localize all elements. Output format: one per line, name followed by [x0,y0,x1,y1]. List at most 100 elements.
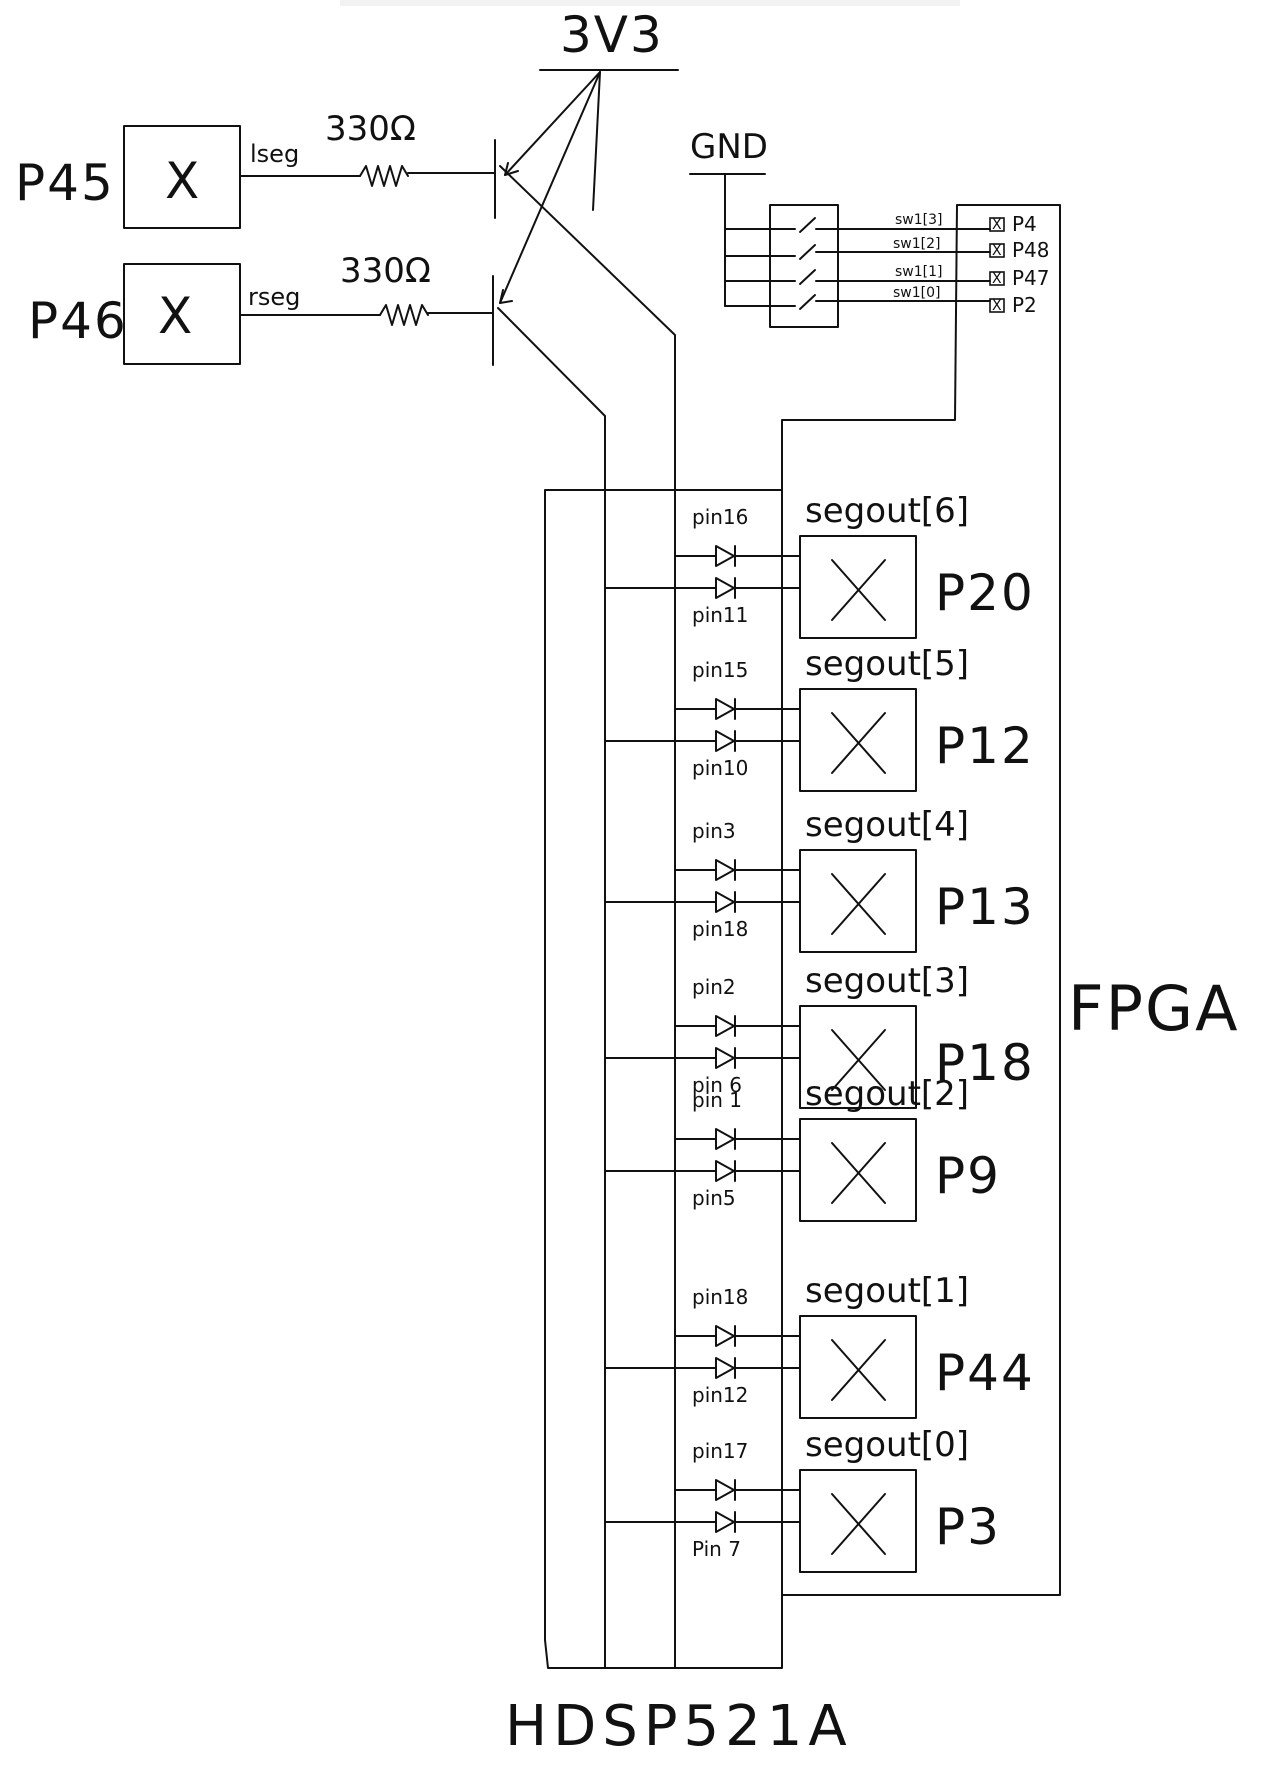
svg-text:sw1[2]: sw1[2] [893,236,940,252]
segout-label: segout[2] [805,1074,969,1114]
pin-box-x [831,559,886,621]
svg-text:X: X [992,271,1002,287]
fpga-pin-box [799,1005,917,1109]
pin-box-x [831,712,886,774]
pin-box-marker: X [165,152,201,210]
signal-rseg-label: rseg [248,283,300,311]
display-pin-label: pin18 [692,1285,748,1309]
segout-label: segout[5] [805,644,969,684]
pin-label-p45: P45 [15,154,115,212]
led-diode [715,698,735,720]
segment-row-0: pin16 pin11 segout[6] P20 [604,491,1035,639]
transistor-lseg: P45 X lseg 330Ω [15,109,676,1669]
fpga-pin-box [799,849,917,953]
display-pin-label: pin3 [692,819,736,843]
fpga-pin-label: P12 [935,717,1035,775]
segment-row-4: pin 1 pin5 segout[2] P9 [604,1074,1001,1222]
fpga-label: FPGA [1068,972,1240,1045]
common-line-lseg [499,165,676,1669]
fpga-pin-label: P20 [935,564,1035,622]
display-block: HDSP521A [505,489,853,1759]
pin-box-x [831,1142,886,1204]
display-pin-label: pin10 [692,756,748,780]
fpga-pin-box [799,1469,917,1573]
svg-text:sw1[3]: sw1[3] [895,212,942,228]
display-label: HDSP521A [505,1694,853,1759]
resistor-label-1: 330Ω [325,109,416,149]
segout-label: segout[1] [805,1271,969,1311]
svg-text:X: X [992,298,1002,314]
ground-label: GND [690,127,768,167]
dip-pin-p2: P2 [1012,293,1037,317]
pin-box-p45 [123,125,241,229]
segout-label: segout[4] [805,805,969,845]
fpga-pin-label: P9 [935,1147,1001,1205]
pin-box-p46 [123,263,241,365]
segment-rows: pin16 pin11 segout[6] P20 pin15 pin10 segout[5… [604,491,1035,1573]
dip-switch-body [769,204,839,328]
segment-row-5: pin18 pin12 segout[1] P44 [604,1271,1035,1419]
led-diode [715,1357,735,1379]
led-diode [715,1160,735,1182]
led-diode [715,1047,735,1069]
segout-label: segout[3] [805,961,969,1001]
pin-box-x [831,1029,886,1091]
transistor-rseg: P46 X rseg 330Ω [28,251,606,1669]
fpga-pin-box [799,1315,917,1419]
top-edge-shadow [340,0,960,6]
display-pin-label: pin2 [692,975,736,999]
led-diode [715,1479,735,1501]
resistor-2 [379,304,429,326]
dip-pin-p4: P4 [1012,212,1037,236]
fpga-pin-box [799,535,917,639]
display-pin-label: pin5 [692,1186,736,1210]
led-diode [715,730,735,752]
resistor-label-2: 330Ω [340,251,431,291]
dip-row-3: sw1[3] X P4 [724,212,1037,236]
led-diode [715,1015,735,1037]
fpga-pin-label: P13 [935,878,1035,936]
supply-rail: 3V3 [499,6,679,304]
dip-pin-p48: P48 [1012,238,1050,262]
signal-lseg-label: lseg [250,140,299,168]
fpga-pin-label: P3 [935,1498,1001,1556]
dip-row-2: sw1[2] X P48 [724,236,1050,262]
display-outline [544,489,783,1669]
display-pin-label: pin15 [692,658,748,682]
fpga-pin-label: P44 [935,1344,1035,1402]
display-pin-label: Pin 7 [692,1537,741,1561]
dip-row-1: sw1[1] X P47 [724,264,1050,290]
segment-row-1: pin15 pin10 segout[5] P12 [604,644,1035,792]
display-pin-label: pin16 [692,505,748,529]
pin-box-x [831,1493,886,1555]
led-diode [715,1325,735,1347]
svg-text:sw1[1]: sw1[1] [895,264,942,280]
led-diode [715,1511,735,1533]
svg-text:X: X [992,217,1002,233]
svg-text:X: X [992,243,1002,259]
segment-row-2: pin3 pin18 segout[4] P13 [604,805,1035,953]
led-diode [715,859,735,881]
led-diode [715,577,735,599]
pin-box-x [831,1339,886,1401]
display-pin-label: pin17 [692,1439,748,1463]
led-diode [715,545,735,567]
fpga-pin-label: P18 [935,1034,1035,1092]
segout-label: segout[0] [805,1425,969,1465]
display-pin-label: pin11 [692,603,748,627]
supply-label: 3V3 [560,6,664,64]
pin-box-marker-2: X [158,287,194,345]
pin-label-p46: P46 [28,292,128,350]
segout-label: segout[6] [805,491,969,531]
display-pin-label: pin18 [692,917,748,941]
pin-box-x [831,873,886,935]
dip-switch: GND sw1[3] X P4 sw1[2] X P48 sw1[1] X P4… [689,127,1050,328]
display-pin-label: pin 1 [692,1088,742,1112]
dip-row-0: sw1[0] X P2 [724,285,1037,317]
dip-pin-p47: P47 [1012,266,1050,290]
display-pin-label: pin12 [692,1383,748,1407]
led-diode [715,891,735,913]
